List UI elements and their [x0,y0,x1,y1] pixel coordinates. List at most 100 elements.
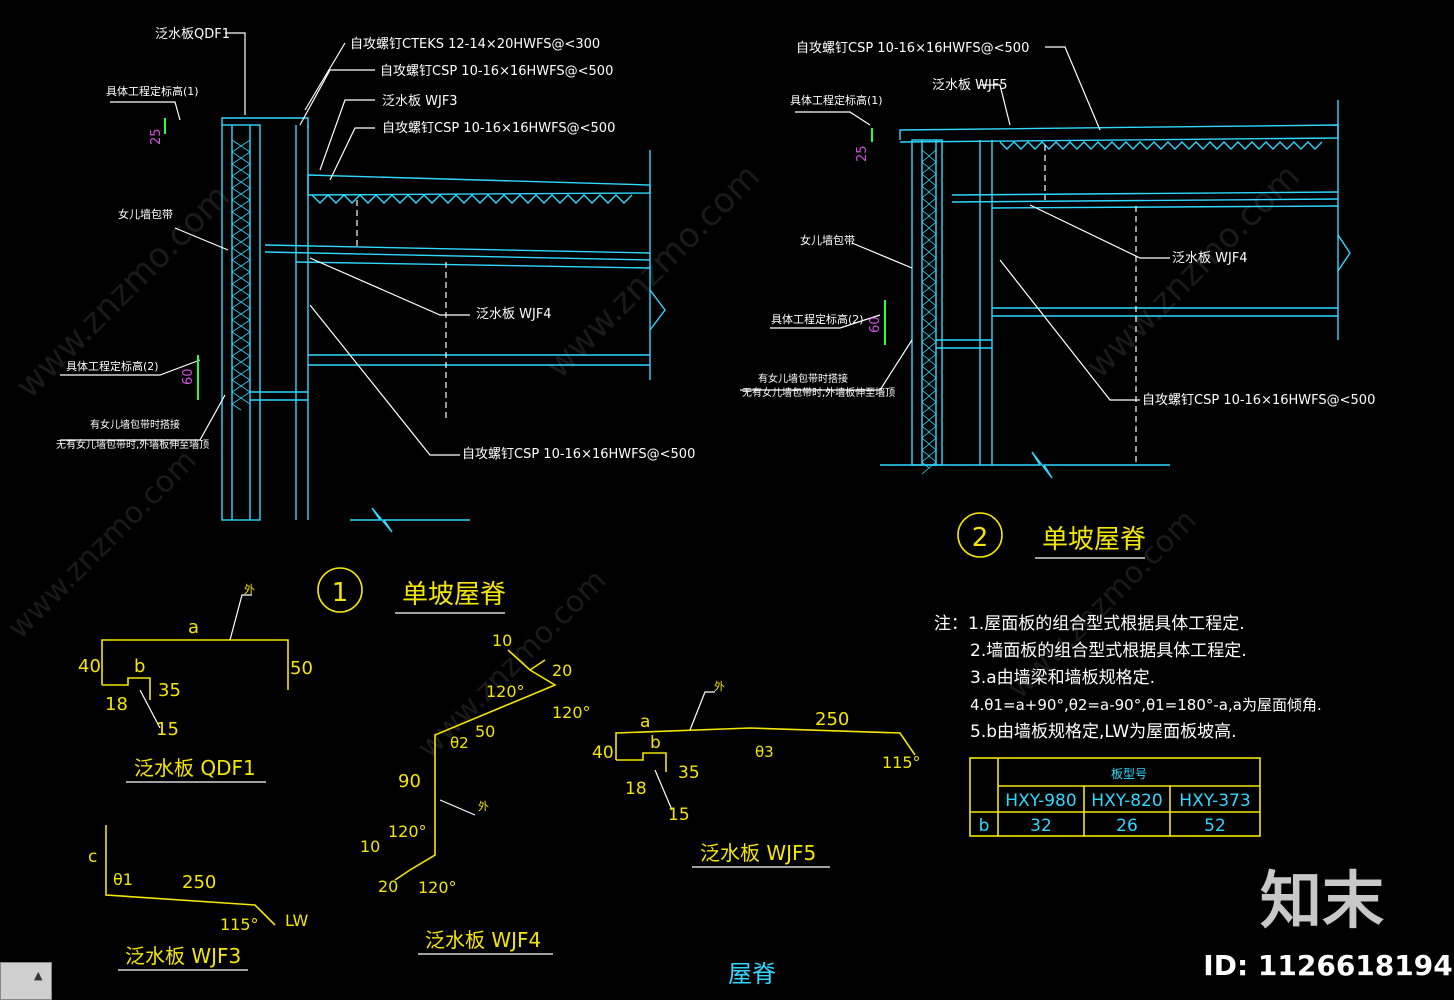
drawing-title: 屋脊 [728,960,776,988]
detail-1-leaders [60,32,470,456]
wjf5-35: 35 [678,763,700,783]
detail-1-title: 1 单坡屋脊 [317,567,506,614]
watermark-text: www.znzmo.com [1,443,204,646]
wjf3-250: 250 [182,872,216,893]
label-csp1: 自攻螺钉CSP 10-16×16HWFS@<500 [380,64,613,79]
wjf4-theta: θ2 [450,734,469,752]
label-r-level2: 具体工程定标高(2) [771,312,864,326]
label-r-note-b: 无有女儿墙包带时,外墙板伸至墙顶 [742,386,895,399]
wjf5-a: a [640,712,650,732]
table-val-1: 32 [1030,816,1052,836]
note-1: 注：1.屋面板的组合型式根据具体工程定. [934,614,1245,634]
wjf4-10a: 10 [492,631,512,650]
profile-wjf5: 外 a 250 b 40 θ3 35 18 15 115° 泛水板 WJF5 [592,680,921,868]
wjf4-outside: 外 [478,800,489,813]
detail-1-labels: 泛水板QDF1 自攻螺钉CTEKS 12-14×20HWFS@<300 自攻螺钉… [56,27,695,462]
wjf5-outside: 外 [714,680,725,693]
table-col-3: HXY-373 [1179,791,1250,811]
table-header: 板型号 [1111,767,1147,781]
profile-wjf3: c θ1 250 115° LW 泛水板 WJF3 [88,825,308,971]
dim-r-25: 25 [855,145,870,162]
qdf1-18: 18 [105,694,128,715]
wjf4-50: 50 [475,722,495,741]
watermark-text: www.znzmo.com [538,156,768,386]
label-qdf1: 泛水板QDF1 [155,27,230,42]
wjf4-name: 泛水板 WJF4 [425,928,541,952]
wjf5-18: 18 [625,779,647,799]
label-r-wjf4: 泛水板 WJF4 [1172,251,1248,266]
wjf3-115: 115° [220,915,259,934]
wall-panel [221,124,261,521]
qdf1-35: 35 [158,680,181,701]
label-r-level1: 具体工程定标高(1) [790,93,883,107]
label-cteks: 自攻螺钉CTEKS 12-14×20HWFS@<300 [350,37,600,52]
profile-qdf1: 外 a b 40 50 35 18 15 泛水板 QDF1 [78,583,313,783]
wjf4-120d: 120° [418,878,457,897]
table-col-1: HXY-980 [1005,791,1076,811]
note-4: 4.θ1=a+90°,θ2=a-90°,θ1=180°-a,a为屋面倾角. [970,696,1322,714]
label-level1: 具体工程定标高(1) [106,84,199,98]
label-r-wjf5: 泛水板 WJF5 [932,78,1008,93]
wjf5-250: 250 [815,709,849,730]
table-val-2: 26 [1116,816,1138,836]
wjf4-20a: 20 [552,661,572,680]
wjf3-c: c [88,847,97,867]
scroll-button[interactable]: ▲ [0,962,52,1000]
label-r-parapet: 女儿墙包带 [800,233,855,247]
scroll-up-icon: ▲ [34,969,43,982]
wjf4-120c: 120° [388,822,427,841]
qdf1-50: 50 [290,658,313,679]
brand-logo-text: 知末 [1260,864,1384,937]
wjf4-90: 90 [398,771,421,792]
label-r-csp2: 自攻螺钉CSP 10-16×16HWFS@<500 [1142,393,1375,408]
table-col-2: HXY-820 [1091,791,1162,811]
qdf1-15: 15 [156,719,179,740]
qdf1-name: 泛水板 QDF1 [134,756,256,780]
id-label: ID: 1126618194 [1203,949,1452,982]
board-type-table: 板型号 HXY-980 HXY-820 HXY-373 b 32 26 52 [969,757,1261,837]
dim-60: 60 [181,368,196,385]
label-r-note-a: 有女儿墙包带时搭接 [758,372,848,385]
watermark-text: www.znzmo.com [1078,156,1308,386]
profile-wjf4: 10 20 120° 120° θ2 50 90 外 120° 10 20 12… [360,631,591,955]
qdf1-outside: 外 [244,583,255,596]
table-row-label: b [979,816,990,836]
note-2: 2.墙面板的组合型式根据具体工程定. [970,641,1247,661]
detail-2-name: 单坡屋脊 [1042,525,1146,555]
wjf5-15: 15 [668,805,690,825]
wjf4-120a: 120° [486,682,525,701]
note-5: 5.b由墙板规格定,LW为屋面板坡高. [970,722,1237,742]
wjf5-b: b [650,733,661,753]
wjf5-name: 泛水板 WJF5 [700,841,816,865]
table-val-3: 52 [1204,816,1226,836]
wjf3-theta: θ1 [113,870,133,889]
note-3: 3.a由墙梁和墙板规格定. [970,668,1155,688]
label-note-b: 无有女儿墙包带时,外墙板伸至墙顶 [56,438,209,451]
label-parapet: 女儿墙包带 [118,207,173,221]
wjf5-40: 40 [592,743,614,763]
detail-1-name: 单坡屋脊 [402,580,506,610]
brand-watermark: 知末 ID: 1126618194 [1203,864,1452,982]
insulation-pattern [231,139,251,411]
dim-r-60: 60 [868,316,883,333]
qdf1-a: a [188,617,199,638]
dim-25: 25 [149,128,164,145]
label-r-csp1: 自攻螺钉CSP 10-16×16HWFS@<500 [796,41,1029,56]
detail-1-section [221,117,666,533]
label-level2: 具体工程定标高(2) [66,359,159,373]
detail-1-number: 1 [332,578,349,608]
wjf3-lw: LW [285,911,308,930]
wjf5-theta: θ3 [755,743,774,761]
wjf4-10b: 10 [360,837,380,856]
detail-2-labels: 自攻螺钉CSP 10-16×16HWFS@<500 泛水板 WJF5 具体工程定… [742,41,1375,408]
label-note-a: 有女儿墙包带时搭接 [90,418,180,431]
qdf1-b: b [134,656,145,677]
qdf1-40: 40 [78,656,101,677]
label-wjf4: 泛水板 WJF4 [476,307,552,322]
detail-2-leaders [740,46,1170,401]
insulation-pattern [921,149,937,475]
wjf5-115: 115° [882,753,921,772]
detail-2-section [880,100,1351,479]
wjf3-name: 泛水板 WJF3 [125,944,241,968]
